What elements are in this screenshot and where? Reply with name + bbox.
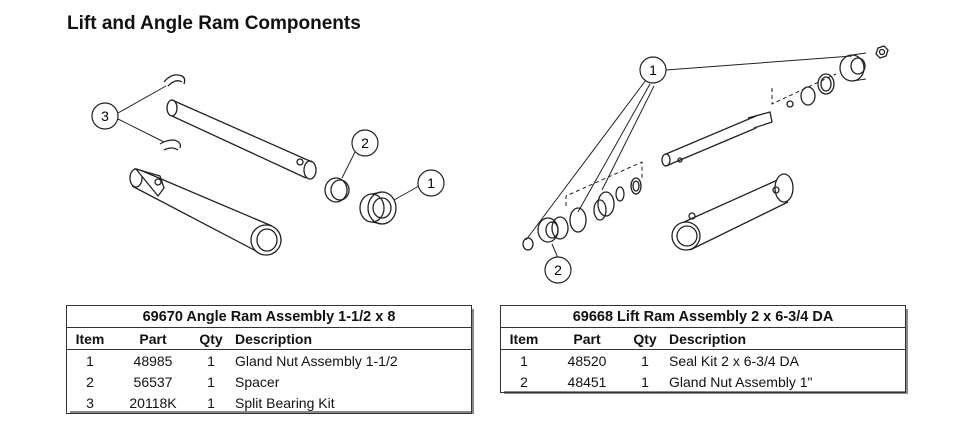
column-header-qty: Qty (193, 327, 229, 350)
table-title: 69670 Angle Ram Assembly 1-1/2 x 8 (66, 305, 472, 328)
seal-kit-lower (569, 177, 642, 233)
column-header-description: Description (229, 327, 472, 350)
description-cell: Seal Kit 2 x 6-3/4 DA (669, 352, 799, 369)
callout-1-lift: 1 (639, 56, 667, 84)
lift-ram-parts-table: 69668 Lift Ram Assembly 2 x 6-3/4 DA Ite… (500, 305, 906, 393)
description-cell: Gland Nut Assembly 1-1/2 (235, 352, 398, 369)
item-cell: 1 (86, 352, 94, 369)
part-cell: 48985 (133, 352, 173, 369)
gland-nut-part (359, 191, 397, 225)
table-shadow (70, 411, 474, 414)
table-row: 3 20118K 1 Split Bearing Kit (67, 392, 472, 414)
column-header-part: Part (113, 327, 193, 350)
item-cell: 2 (520, 373, 528, 390)
angle-ram-parts-table: 69670 Angle Ram Assembly 1-1/2 x 8 Item … (66, 305, 472, 414)
qty-cell: 1 (641, 352, 649, 369)
column-header-description: Description (663, 327, 906, 350)
column-header-part: Part (547, 327, 627, 350)
item-cell: 1 (520, 352, 528, 369)
angle-ram-rod (166, 99, 317, 180)
item-cell: 2 (86, 373, 94, 390)
table-title: 69668 Lift Ram Assembly 2 x 6-3/4 DA (500, 305, 906, 328)
table-shadow (471, 309, 474, 413)
svg-text:3: 3 (101, 108, 109, 124)
svg-text:2: 2 (361, 135, 369, 151)
callout-3-angle: 3 (91, 102, 119, 130)
table-row: 1 48985 1 Gland Nut Assembly 1-1/2 (67, 350, 472, 372)
table-row: 2 56537 1 Spacer (67, 371, 472, 392)
page-title: Lift and Angle Ram Components (67, 13, 361, 34)
description-cell: Split Bearing Kit (235, 394, 335, 411)
column-header-item: Item (500, 327, 547, 350)
callout-2-lift: 2 (544, 256, 572, 284)
lift-ram-rod (661, 111, 773, 167)
description-cell: Spacer (235, 373, 280, 390)
table-row: 1 48520 1 Seal Kit 2 x 6-3/4 DA (501, 350, 906, 372)
svg-text:1: 1 (427, 175, 435, 191)
description-cell: Gland Nut Assembly 1" (669, 373, 813, 390)
qty-cell: 1 (207, 352, 215, 369)
table-row: 2 48451 1 Gland Nut Assembly 1" (501, 371, 906, 393)
column-header-qty: Qty (627, 327, 663, 350)
split-bearing-half-top (163, 74, 186, 85)
callout-2-angle: 2 (351, 129, 379, 157)
parts-illustration: 3 2 1 1 2 (91, 45, 889, 284)
qty-cell: 1 (207, 394, 215, 411)
qty-cell: 1 (207, 373, 215, 390)
part-cell: 20118K (129, 394, 177, 411)
part-cell: 56537 (133, 373, 173, 390)
lift-gland-nut (522, 216, 569, 251)
lift-ram-cylinder (671, 173, 794, 251)
part-cell: 48451 (567, 373, 607, 390)
angle-ram-cylinder (129, 167, 282, 256)
callout-1-angle: 1 (417, 169, 445, 197)
table-shadow (905, 309, 908, 393)
qty-cell: 1 (641, 373, 649, 390)
svg-text:1: 1 (649, 62, 657, 78)
svg-text:2: 2 (554, 262, 562, 278)
seal-kit-upper (786, 45, 889, 108)
part-cell: 48520 (567, 352, 607, 369)
spacer-part (324, 177, 350, 203)
item-cell: 3 (86, 394, 94, 411)
column-header-item: Item (66, 327, 113, 350)
